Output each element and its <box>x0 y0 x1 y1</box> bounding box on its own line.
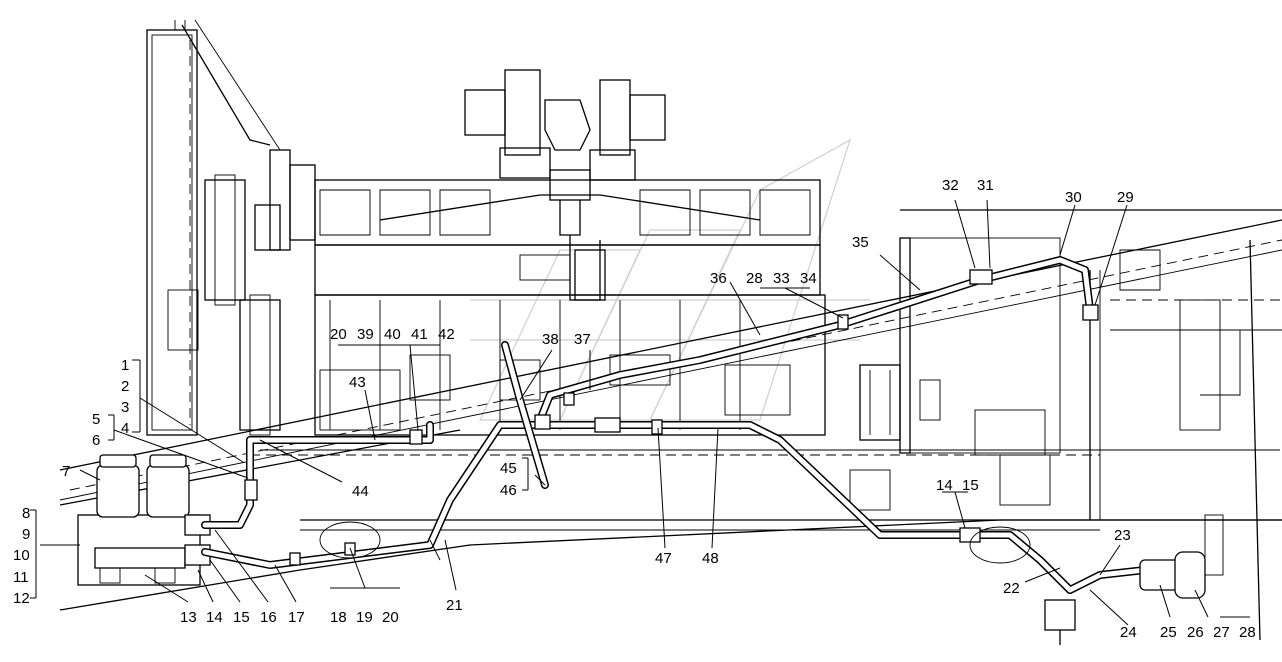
callout-43: 43 <box>349 374 366 391</box>
callout-9: 9 <box>22 526 30 543</box>
callout-37: 37 <box>574 331 591 348</box>
callout-10: 10 <box>13 547 30 564</box>
callout-5: 5 <box>92 411 100 428</box>
fuel-lines <box>201 256 1149 594</box>
callout-17: 17 <box>288 609 305 626</box>
callout-24: 24 <box>1120 624 1137 641</box>
callout-32: 32 <box>942 177 959 194</box>
callout-20: 20 <box>382 609 399 626</box>
callout-2: 2 <box>121 378 129 395</box>
callout-35: 35 <box>852 234 869 251</box>
callout-29: 29 <box>1117 189 1134 206</box>
callout-34: 34 <box>800 270 817 287</box>
callout-22: 22 <box>1003 580 1020 597</box>
callout-45: 45 <box>500 460 517 477</box>
callout-11: 11 <box>13 569 29 586</box>
callout-38: 38 <box>542 331 559 348</box>
leader-lines <box>30 199 1250 626</box>
callout-26: 26 <box>1187 624 1204 641</box>
callout-19: 19 <box>356 609 373 626</box>
callout-15: 15 <box>233 609 250 626</box>
callout-1: 1 <box>121 357 129 374</box>
callout-47: 47 <box>655 550 672 567</box>
callout-labels: 1 2 3 4 5 6 7 8 9 10 11 12 13 14 15 16 1… <box>13 177 1256 641</box>
callout-28b: 28 <box>746 270 763 287</box>
callout-28: 28 <box>1239 624 1256 641</box>
callout-14b: 14 <box>936 477 953 494</box>
callout-8: 8 <box>22 505 30 522</box>
callout-48: 48 <box>702 550 719 567</box>
callout-15b: 15 <box>962 477 979 494</box>
callout-42: 42 <box>438 326 455 343</box>
callout-18: 18 <box>330 609 347 626</box>
callout-40: 40 <box>384 326 401 343</box>
callout-41: 41 <box>411 326 428 343</box>
callout-21: 21 <box>446 597 463 614</box>
fuel-pump-assembly <box>319 521 1206 645</box>
callout-7: 7 <box>62 463 70 480</box>
callout-30: 30 <box>1065 189 1082 206</box>
callout-23: 23 <box>1114 527 1131 544</box>
fuel-filter-assembly <box>77 454 211 586</box>
callout-13: 13 <box>180 609 197 626</box>
callout-3: 3 <box>121 399 129 416</box>
callout-20b: 20 <box>330 326 347 343</box>
callout-16: 16 <box>260 609 277 626</box>
callout-36: 36 <box>710 270 727 287</box>
callout-25: 25 <box>1160 624 1177 641</box>
callout-44: 44 <box>352 483 369 500</box>
radiator <box>146 19 316 436</box>
callout-31: 31 <box>977 177 994 194</box>
callout-27: 27 <box>1213 624 1230 641</box>
engine-block <box>314 69 826 436</box>
callout-6: 6 <box>92 432 100 449</box>
right-structure <box>849 237 1061 511</box>
callout-46: 46 <box>500 482 517 499</box>
callout-33: 33 <box>773 270 790 287</box>
callout-14: 14 <box>206 609 223 626</box>
callout-39: 39 <box>357 326 374 343</box>
callout-4: 4 <box>121 420 129 437</box>
callout-12: 12 <box>13 590 30 607</box>
